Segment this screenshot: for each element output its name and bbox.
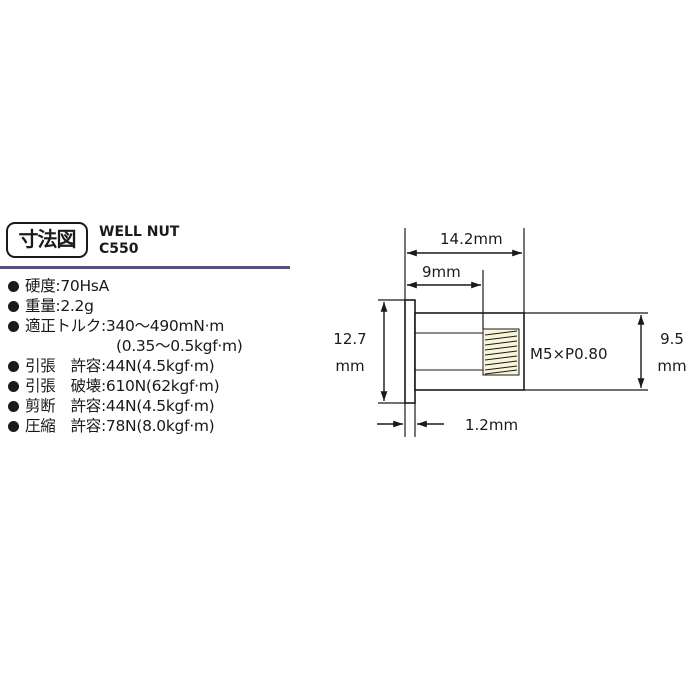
spec-text: 硬度:70HsA	[25, 277, 109, 295]
label-body-height-value: 9.5	[660, 330, 684, 348]
bullet-icon	[8, 381, 19, 392]
spec-item: 適正トルク:340〜490mN·m	[8, 316, 243, 336]
spec-text: 剪断 許容:44N(4.5kgf·m)	[25, 397, 215, 415]
label-body-height-unit: mm	[657, 357, 686, 375]
label-flange-thickness: 1.2mm	[465, 416, 518, 434]
spec-item: 重量:2.2g	[8, 296, 243, 316]
spec-item: 硬度:70HsA	[8, 276, 243, 296]
spec-text: 圧縮 許容:78N(8.0kgf·m)	[25, 417, 215, 435]
extension-lines	[378, 228, 648, 437]
label-flange-height-value: 12.7	[333, 330, 366, 348]
spec-text: 引張 許容:44N(4.5kgf·m)	[25, 357, 215, 375]
bullet-icon	[8, 361, 19, 372]
spec-text: 適正トルク:340〜490mN·m	[25, 317, 225, 335]
spec-item-continuation: (0.35〜0.5kgf·m)	[8, 336, 243, 356]
section-badge: 寸法図	[6, 222, 88, 258]
product-code: C550	[99, 241, 139, 257]
product-name: WELL NUT	[99, 224, 180, 240]
label-inner-length: 9mm	[422, 263, 461, 281]
thread-insert	[482, 328, 520, 376]
spec-text: 引張 破壊:610N(62kgf·m)	[25, 377, 220, 395]
spec-item: 引張 破壊:610N(62kgf·m)	[8, 376, 243, 396]
bullet-icon	[8, 421, 19, 432]
spec-item: 剪断 許容:44N(4.5kgf·m)	[8, 396, 243, 416]
label-flange-height-unit: mm	[335, 357, 364, 375]
spec-text: (0.35〜0.5kgf·m)	[116, 337, 243, 355]
bullet-icon	[8, 301, 19, 312]
header: 寸法図 WELL NUT C550	[6, 222, 290, 268]
label-thread: M5×P0.80	[530, 345, 608, 363]
bullet-icon	[8, 401, 19, 412]
product-title: WELL NUT C550	[99, 224, 179, 258]
spec-list: 硬度:70HsA 重量:2.2g 適正トルク:340〜490mN·m (0.35…	[8, 276, 243, 436]
spec-item: 引張 許容:44N(4.5kgf·m)	[8, 356, 243, 376]
bullet-icon	[8, 321, 19, 332]
bullet-icon	[8, 281, 19, 292]
label-overall-length: 14.2mm	[440, 230, 503, 248]
spec-text: 重量:2.2g	[25, 297, 94, 315]
flange	[404, 299, 416, 404]
spec-item: 圧縮 許容:78N(8.0kgf·m)	[8, 416, 243, 436]
header-rule	[0, 266, 290, 269]
